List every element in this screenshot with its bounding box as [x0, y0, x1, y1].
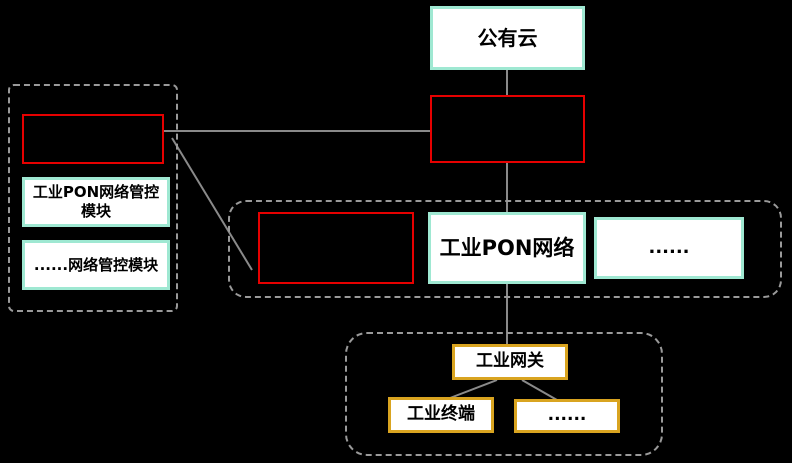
cloud-redacted-node	[430, 95, 585, 163]
connector-gateway-to-terminal	[449, 379, 498, 399]
network-layer-panel	[228, 200, 782, 298]
network-ellipsis-label: ......	[648, 236, 690, 258]
edge-layer-panel	[345, 332, 663, 456]
pon-management-module-node: 工业PON网络管控模块	[22, 177, 170, 227]
industrial-gateway-node: 工业网关	[452, 344, 568, 380]
edge-ellipsis-node: ......	[514, 399, 620, 433]
left-redacted-node	[22, 114, 164, 164]
network-redacted-node	[258, 212, 414, 284]
network-ellipsis-node: ......	[594, 217, 744, 279]
public-cloud-label: 公有云	[477, 25, 538, 50]
industrial-terminal-label: 工业终端	[407, 404, 475, 425]
management-modules-panel	[8, 84, 178, 312]
other-management-module-node: ......网络管控模块	[22, 240, 170, 290]
pon-management-module-label: 工业PON网络管控模块	[32, 183, 160, 220]
edge-ellipsis-label: ......	[547, 405, 587, 426]
other-management-module-label: ......网络管控模块	[33, 255, 159, 274]
industrial-gateway-label: 工业网关	[476, 351, 544, 372]
public-cloud-node: 公有云	[430, 6, 585, 70]
connector-gateway-to-ellipsis	[521, 379, 558, 401]
connector-left-panel-to-network-panel	[171, 137, 253, 271]
industrial-terminal-node: 工业终端	[388, 397, 494, 433]
industrial-pon-network-node: 工业PON网络	[428, 212, 586, 284]
industrial-pon-network-label: 工业PON网络	[439, 235, 575, 260]
